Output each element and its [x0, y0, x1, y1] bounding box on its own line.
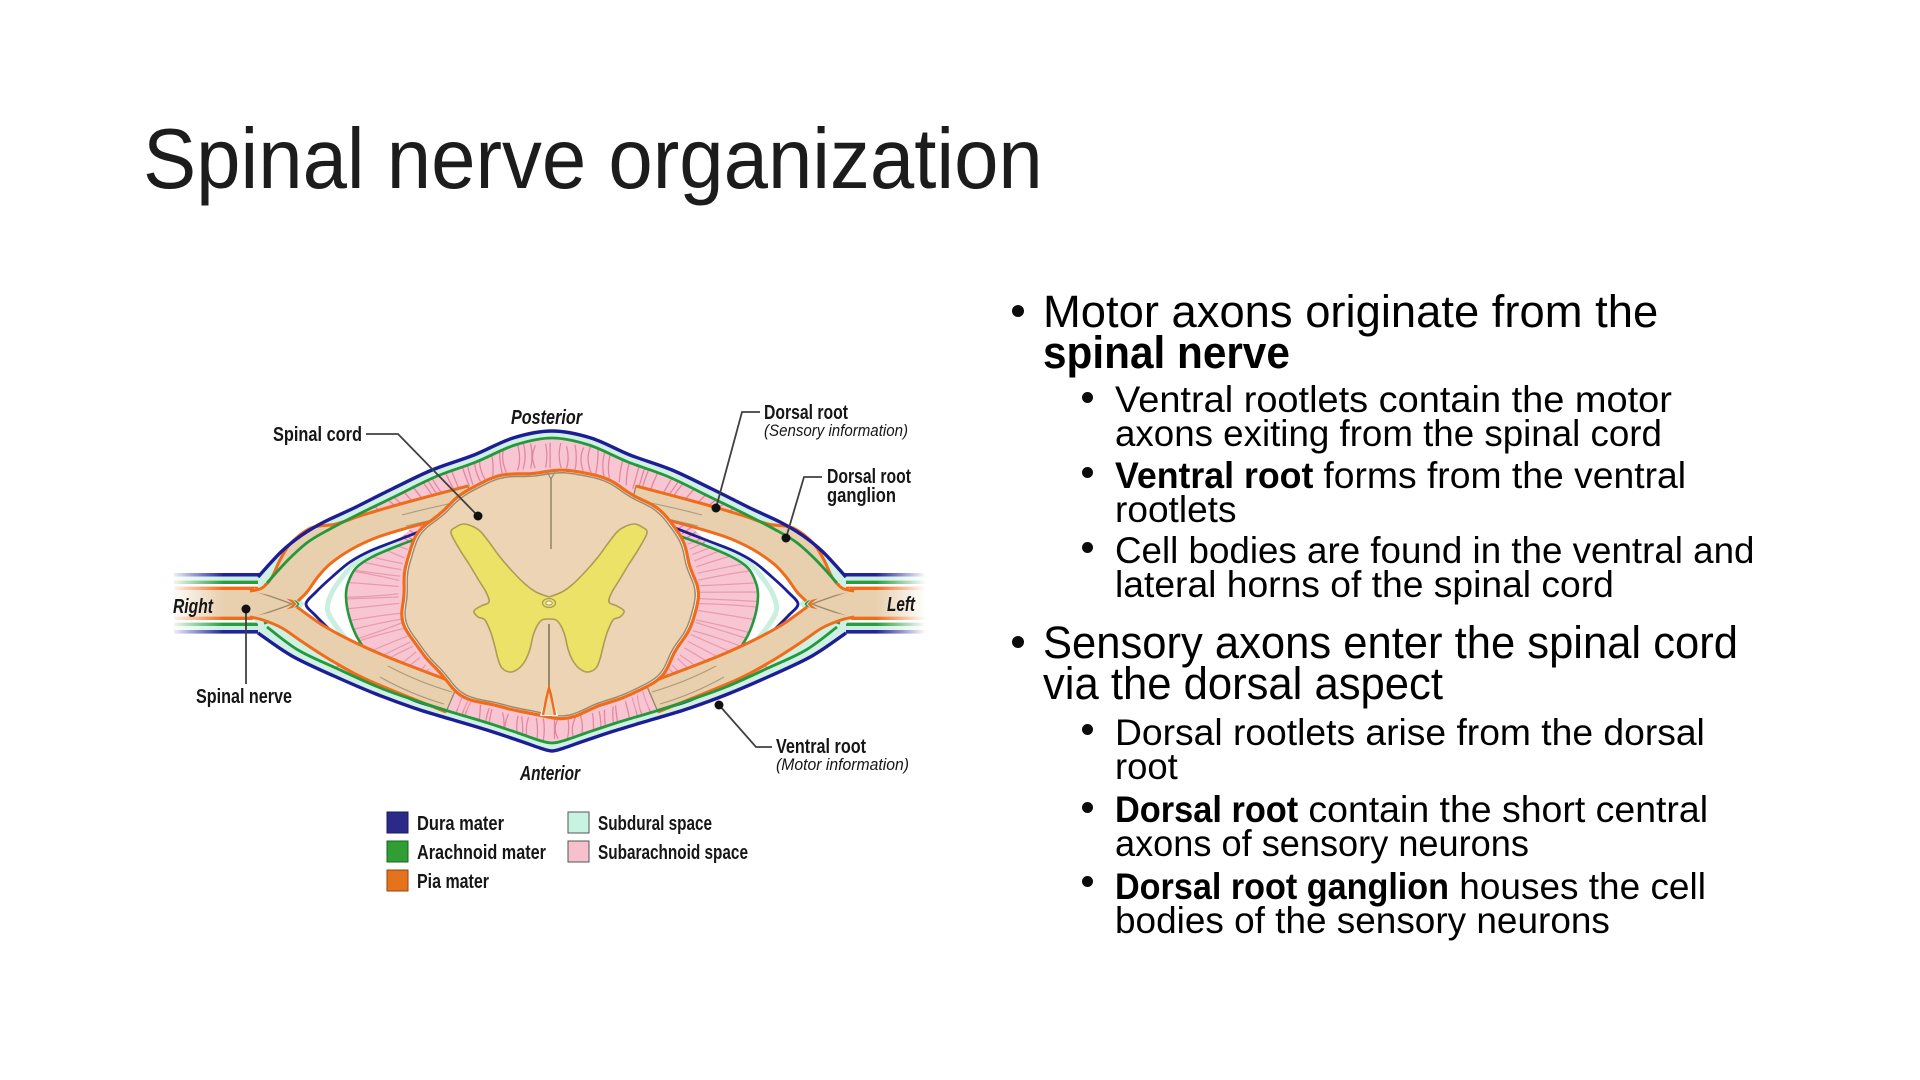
svg-text:(Motor information): (Motor information): [776, 756, 909, 774]
svg-text:Dorsal root: Dorsal root: [764, 401, 848, 424]
svg-text:Pia mater: Pia mater: [417, 871, 489, 893]
svg-text:(Sensory information): (Sensory information): [764, 422, 908, 440]
svg-text:Anterior: Anterior: [519, 763, 581, 785]
svg-text:Left: Left: [887, 594, 916, 616]
svg-text:Posterior: Posterior: [511, 407, 583, 429]
svg-text:Dura mater: Dura mater: [417, 813, 504, 835]
svg-text:Spinal cord: Spinal cord: [273, 423, 362, 446]
svg-text:ganglion: ganglion: [827, 484, 896, 507]
svg-text:Dorsal root: Dorsal root: [827, 465, 911, 488]
svg-text:Ventral root: Ventral root: [776, 735, 866, 758]
svg-text:Right: Right: [173, 596, 214, 618]
svg-text:Arachnoid mater: Arachnoid mater: [417, 842, 546, 864]
svg-text:Spinal nerve: Spinal nerve: [196, 685, 292, 708]
svg-text:Subarachnoid space: Subarachnoid space: [598, 842, 748, 864]
svg-text:Subdural space: Subdural space: [598, 813, 712, 835]
